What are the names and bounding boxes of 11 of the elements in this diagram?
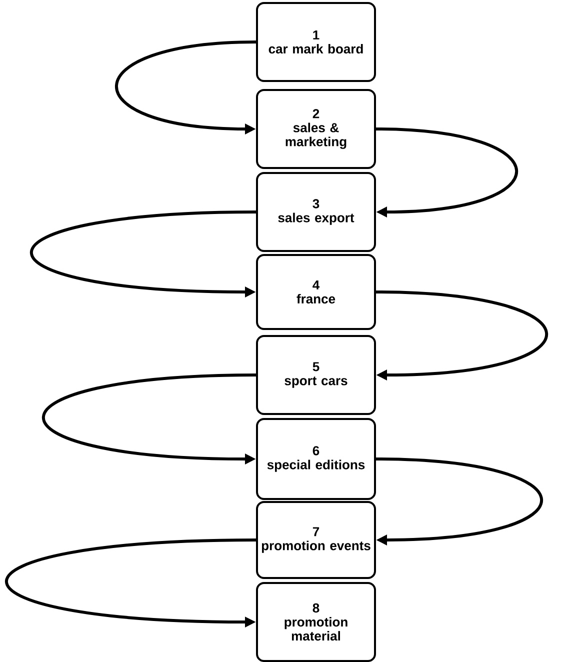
process-box: 6 special editions [256, 418, 376, 500]
process-box: 7 promotion events [256, 501, 376, 579]
process-box: 5 sport cars [256, 335, 376, 415]
process-box: 2 sales & marketing [256, 89, 376, 169]
process-box: 3 sales export [256, 172, 376, 252]
arrow [376, 128, 518, 218]
arrow [376, 458, 543, 546]
process-box: 8 promotion material [256, 582, 376, 662]
arrow [376, 290, 548, 380]
process-box: 1 car mark board [256, 2, 376, 82]
process-box: 4 france [256, 254, 376, 330]
